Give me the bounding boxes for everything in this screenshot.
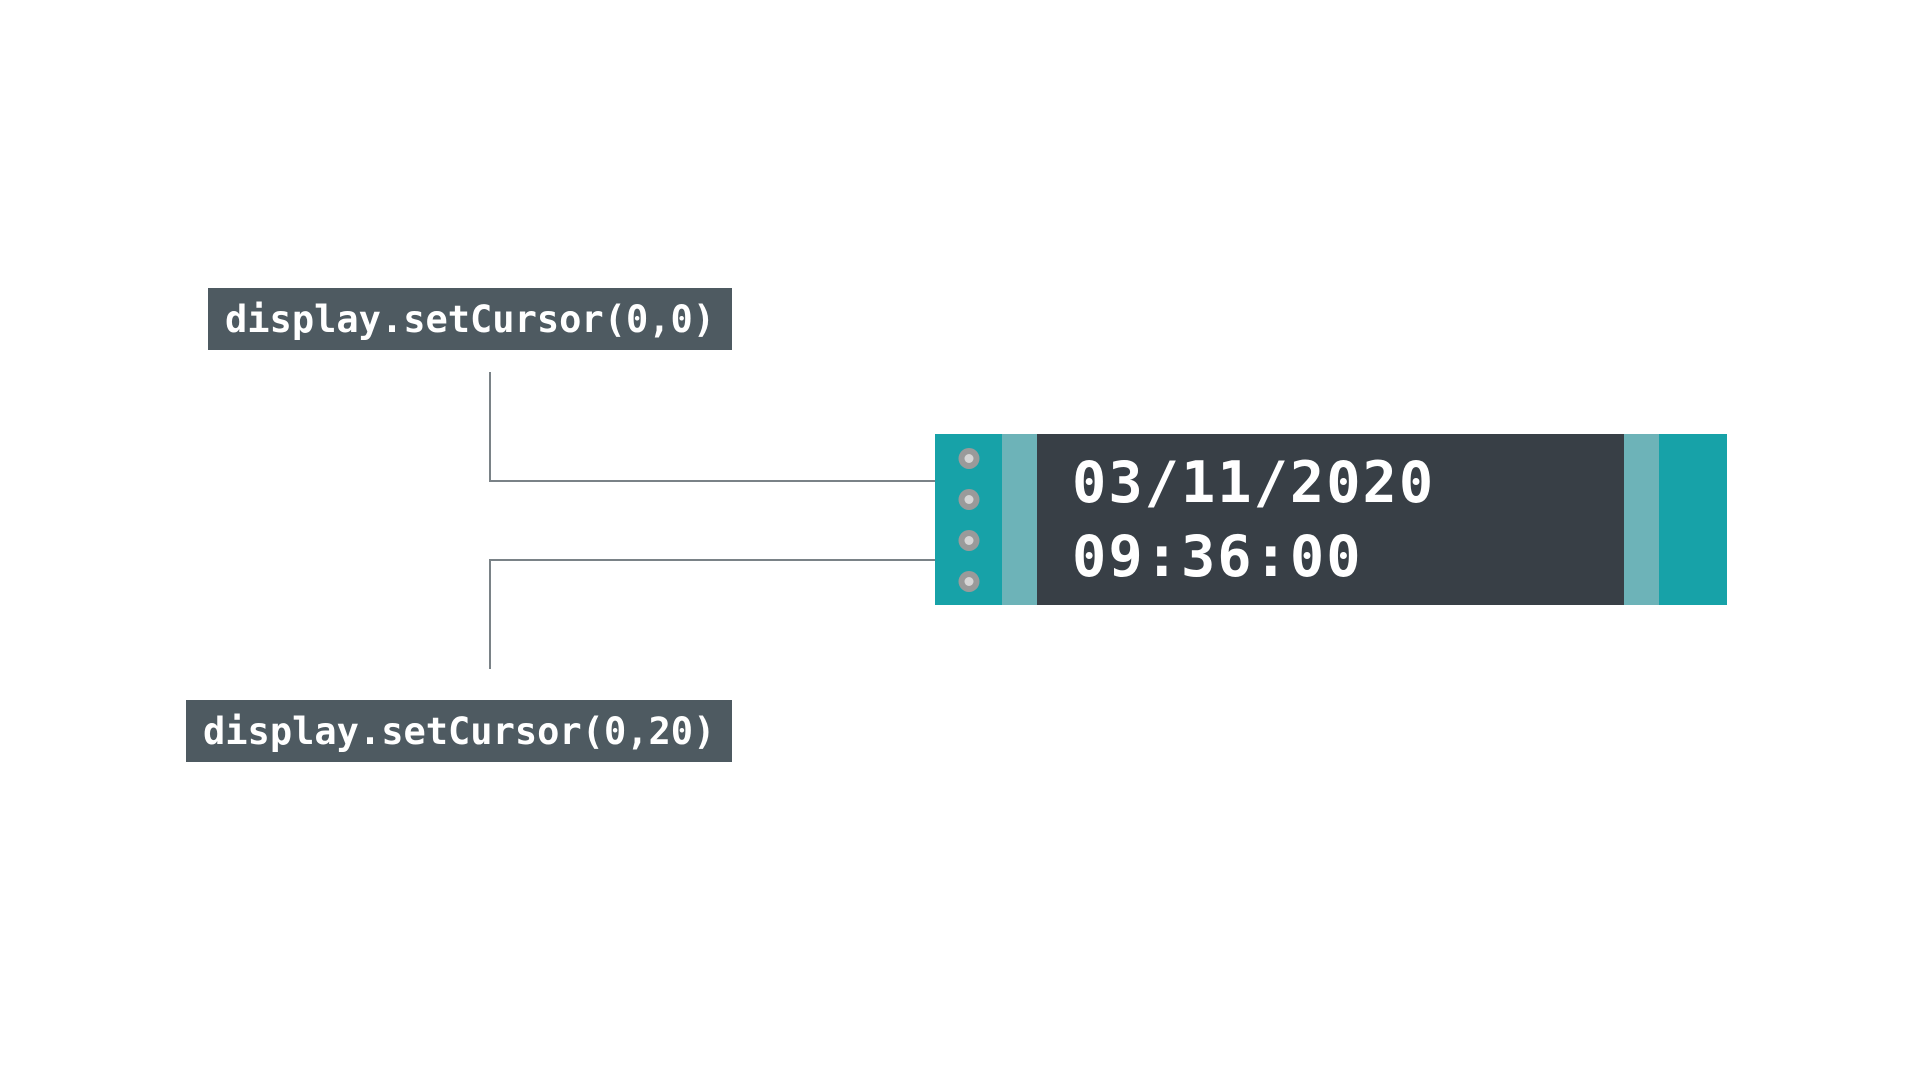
- callout-setcursor-second-line: display.setCursor(0,20): [186, 700, 733, 762]
- screen-line-time: 09:36:00: [1072, 523, 1363, 590]
- display-bezel-right: [1659, 434, 1727, 605]
- leader-line-bottom-horizontal: [489, 559, 1057, 561]
- display-screen: 03/11/2020 09:36:00: [1037, 434, 1624, 605]
- screw-icon: [958, 489, 979, 510]
- leader-line-bottom-vertical: [489, 559, 491, 669]
- display-bezel-inner-left: [1002, 434, 1037, 605]
- screw-icon: [958, 530, 979, 551]
- lcd-display-module: 03/11/2020 09:36:00: [935, 434, 1727, 605]
- screw-icon: [958, 448, 979, 469]
- callout-label: display.setCursor(0,0): [225, 297, 716, 341]
- display-bezel-left: [935, 434, 1002, 605]
- screen-line-date: 03/11/2020: [1072, 449, 1436, 516]
- leader-line-top-horizontal: [489, 480, 1057, 482]
- callout-setcursor-origin: display.setCursor(0,0): [208, 288, 733, 350]
- callout-label: display.setCursor(0,20): [203, 709, 716, 753]
- screw-icon: [958, 571, 979, 592]
- leader-line-top-vertical: [489, 372, 491, 482]
- display-bezel-inner-right: [1624, 434, 1659, 605]
